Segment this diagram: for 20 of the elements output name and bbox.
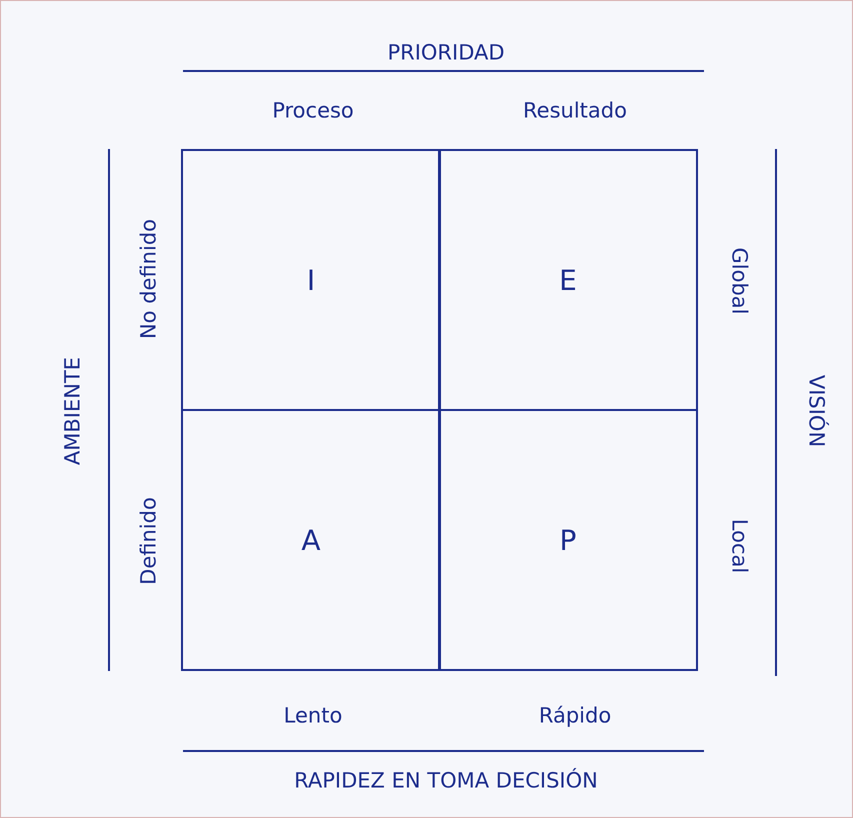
quadrant-letter: I (306, 264, 316, 296)
quadrant-cell (181, 149, 441, 411)
quadrant-letter: P (560, 524, 576, 556)
axis-title: PRIORIDAD (387, 41, 505, 65)
quadrant-cell (438, 409, 698, 671)
axis-value: Rápido (538, 704, 612, 728)
axis-value: No definido (137, 218, 161, 340)
axis-title: AMBIENTE (61, 356, 85, 466)
quadrant-letter: A (301, 524, 321, 556)
axis-value: Definido (137, 497, 161, 585)
axis-value: Local (727, 518, 751, 574)
axis-value: Resultado (523, 99, 627, 123)
axis-value: Proceso (272, 99, 354, 123)
quadrant-letter: E (559, 264, 577, 296)
axis-value: Global (727, 248, 751, 314)
quadrant-cell (438, 149, 698, 411)
axis-title: RAPIDEZ EN TOMA DECISIÓN (294, 769, 598, 793)
axis-title: VISIÓN (804, 374, 828, 448)
axis-value: Lento (284, 704, 342, 728)
quadrant-cell (181, 409, 441, 671)
